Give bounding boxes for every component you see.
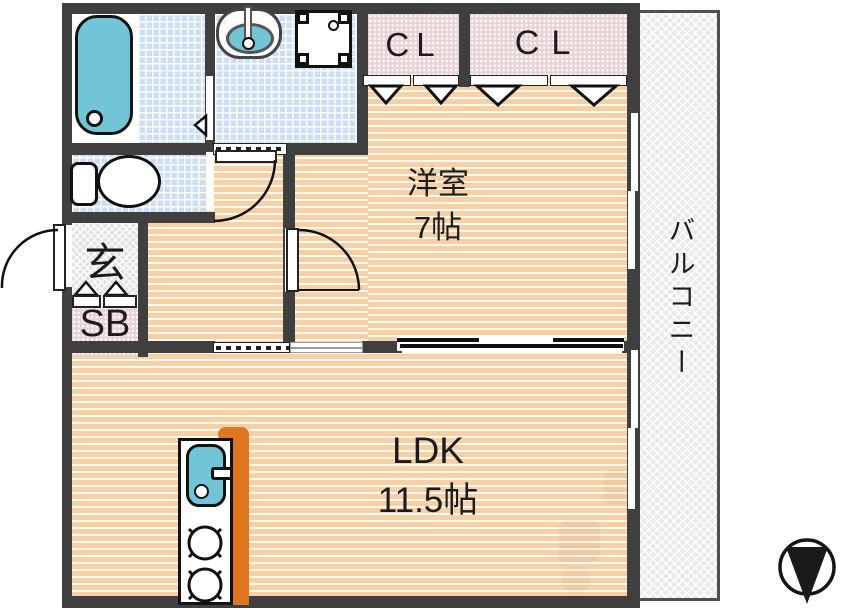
entrance-floor — [72, 223, 138, 296]
closet-right-label: CL — [514, 24, 583, 62]
bathtub-drain-icon — [86, 110, 103, 127]
toilet-bowl-icon — [97, 155, 161, 208]
wall-hall-ldk-mid — [362, 341, 402, 353]
sliding-door-panel — [553, 338, 624, 342]
western-room-door-leaf — [286, 228, 299, 292]
hall-ldk-door-panel — [290, 342, 363, 353]
western-room-size: 7帖 — [413, 210, 463, 245]
washbasin-faucet-icon — [244, 6, 252, 40]
bathroom-door-opening — [206, 76, 213, 140]
bathroom-door-marker-icon — [193, 113, 208, 138]
stove-burner-icon — [187, 567, 223, 603]
closet-right-floor — [470, 14, 627, 76]
wall-washroom-east — [357, 3, 368, 155]
entrance-label: 玄 — [84, 240, 126, 286]
kitchen-counter-side — [233, 434, 249, 605]
shoe-box-label: SB — [79, 303, 131, 345]
entrance-door-arc-icon — [0, 228, 59, 289]
ldk-window — [631, 350, 638, 428]
ldk-window — [628, 428, 635, 509]
entrance-step — [72, 295, 101, 308]
balcony-area — [640, 10, 720, 601]
bathroom-tile-floor — [138, 14, 205, 143]
toilet-door-opening — [206, 152, 214, 211]
wall-mid-right — [285, 143, 368, 155]
western-room-floor-west — [295, 150, 368, 342]
stove-burner-icon — [187, 525, 223, 561]
entrance-step — [103, 295, 137, 308]
pan-corner — [297, 12, 309, 24]
wall-left-lower — [62, 287, 72, 608]
ldk-floor — [72, 352, 627, 596]
toilet-tank-icon — [70, 162, 98, 206]
closet-left-label: CL — [385, 26, 442, 63]
wall-closet-divider — [459, 3, 470, 87]
wall-mid-left — [62, 143, 215, 155]
closet-door-marker-icon — [367, 84, 460, 106]
kitchen-faucet-icon — [211, 467, 233, 480]
sink-drain-icon — [194, 484, 209, 499]
ldk-label: LDK 11.5帖 — [328, 426, 528, 526]
closet-door-marker-icon — [473, 84, 621, 108]
sliding-door-panel — [397, 338, 479, 342]
toilet-door-arc-icon — [213, 159, 277, 223]
western-room-floor — [368, 76, 627, 342]
wall-bath-washroom — [205, 3, 215, 144]
hall-ldk-sliding-door — [213, 342, 290, 353]
ldk-name: LDK — [392, 430, 464, 471]
watermark — [558, 520, 600, 562]
western-room-label: 洋室 7帖 — [338, 162, 538, 250]
washbasin-drain-icon — [242, 37, 255, 50]
watermark — [562, 566, 590, 594]
compass-north-icon — [778, 538, 836, 604]
western-window — [628, 191, 635, 269]
pan-corner — [297, 53, 309, 65]
wall-left-upper — [62, 3, 72, 225]
pan-drain-icon — [328, 20, 339, 31]
wall-top — [62, 3, 640, 14]
ldk-size: 11.5帖 — [377, 481, 479, 520]
wall-toilet-bottom — [62, 212, 215, 223]
western-room-name: 洋室 — [407, 166, 469, 201]
western-window — [631, 113, 638, 191]
western-room-door-arc-icon — [298, 228, 361, 291]
wall-right — [627, 3, 640, 608]
entrance-door-leaf — [53, 224, 66, 291]
closet-left-floor — [368, 14, 459, 76]
wall-entrance-east — [138, 223, 148, 357]
toilet-door-leaf — [215, 150, 277, 163]
balcony-label: バルコニー — [664, 215, 695, 381]
wall-bottom — [62, 596, 640, 608]
bathtub-icon — [75, 15, 133, 135]
wall-hall-ldk-left — [62, 341, 215, 353]
pan-corner — [338, 12, 350, 24]
pan-corner — [338, 53, 350, 65]
sliding-door-panel — [400, 344, 623, 348]
